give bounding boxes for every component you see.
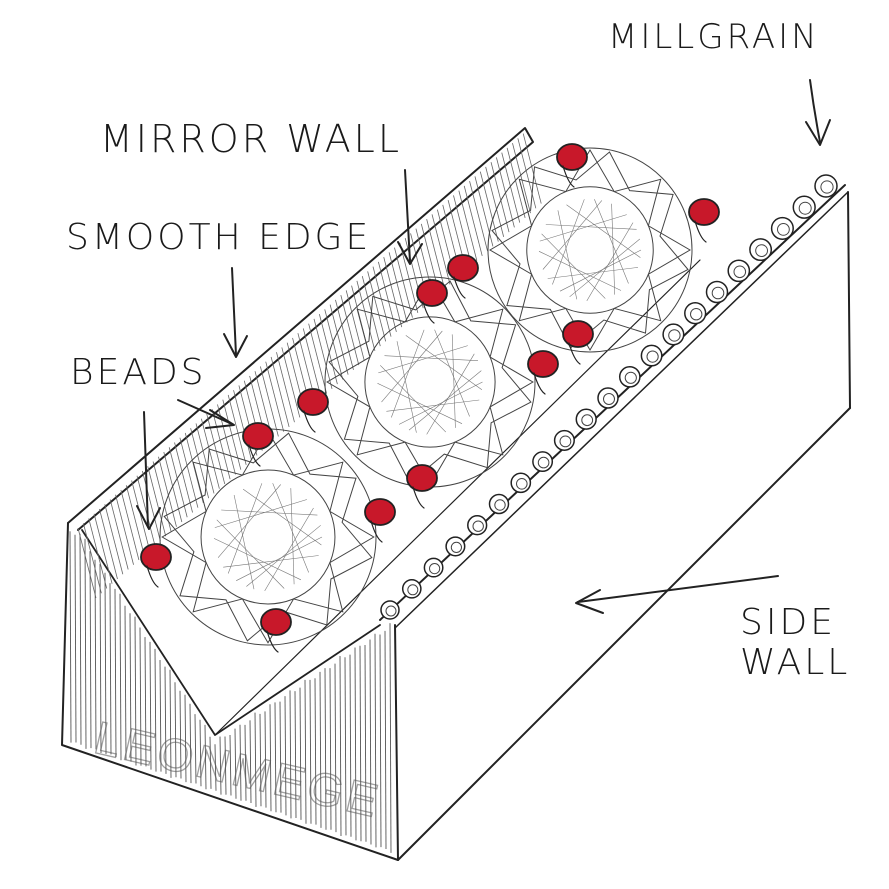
- bead: [447, 254, 479, 282]
- millgrain-row: [380, 174, 838, 620]
- bead: [688, 198, 720, 226]
- mirror-wall-label: MIRROR WALL: [100, 117, 403, 161]
- bead: [527, 350, 559, 378]
- side-wall-label-line2: WALL: [740, 642, 851, 683]
- millgrain-bead: [640, 344, 663, 367]
- millgrain-bead: [532, 451, 554, 473]
- millgrain-bead: [618, 365, 641, 388]
- beads-group: [140, 143, 720, 653]
- beads-arrow-1: [177, 399, 235, 429]
- smooth-edge-label: SMOOTH EDGE: [66, 217, 372, 258]
- millgrain-bead: [684, 302, 707, 325]
- bead: [260, 608, 292, 636]
- millgrain-bead: [814, 174, 838, 198]
- stone-girdle: [487, 147, 693, 353]
- stone-3: [487, 147, 693, 353]
- side-wall-label-line1: SIDE: [740, 602, 836, 643]
- bead: [242, 422, 274, 450]
- millgrain-label: MILLGRAIN: [608, 17, 820, 57]
- stone-facets-2: [491, 151, 689, 349]
- stone-facets: [161, 430, 375, 644]
- millgrain-bead: [662, 323, 685, 346]
- leonmege-signature: LEONMEGE: [89, 710, 387, 828]
- stone-table: [364, 316, 496, 448]
- stone-2: [324, 276, 536, 488]
- millgrain-bead: [510, 472, 532, 494]
- arrows: [136, 79, 831, 614]
- bead: [140, 543, 172, 571]
- stone-table: [526, 186, 654, 314]
- smooth-edge-arrow: [223, 267, 248, 358]
- millgrain-bead: [488, 493, 510, 515]
- bead: [297, 388, 329, 416]
- stone-facets-2: [328, 280, 532, 484]
- millgrain-bead: [705, 280, 729, 304]
- side-wall-arrow: [575, 575, 779, 614]
- bead: [364, 498, 396, 526]
- millgrain-bead: [575, 408, 597, 430]
- stone-facets: [489, 149, 691, 351]
- bead: [406, 464, 438, 492]
- mirror-wall-arrow: [397, 169, 423, 265]
- millgrain-bead: [727, 259, 751, 283]
- millgrain-bead: [553, 429, 575, 451]
- stone-table: [200, 469, 336, 605]
- beads-arrow-2: [136, 411, 161, 530]
- millgrain-bead: [770, 216, 794, 240]
- millgrain-bead: [597, 387, 619, 409]
- millgrain-bead: [749, 238, 773, 262]
- stone-1: [159, 428, 377, 646]
- stone-facets-2: [163, 432, 373, 642]
- bead: [562, 320, 594, 348]
- millgrain-bead: [445, 536, 466, 557]
- end-face-hatching: [69, 531, 392, 853]
- bead: [556, 143, 588, 171]
- svg-text:LEONMEGE: LEONMEGE: [90, 711, 387, 828]
- millgrain-bead: [792, 195, 816, 219]
- millgrain-arrow: [805, 79, 831, 146]
- bead: [416, 279, 448, 307]
- beads-label: BEADS: [70, 352, 207, 393]
